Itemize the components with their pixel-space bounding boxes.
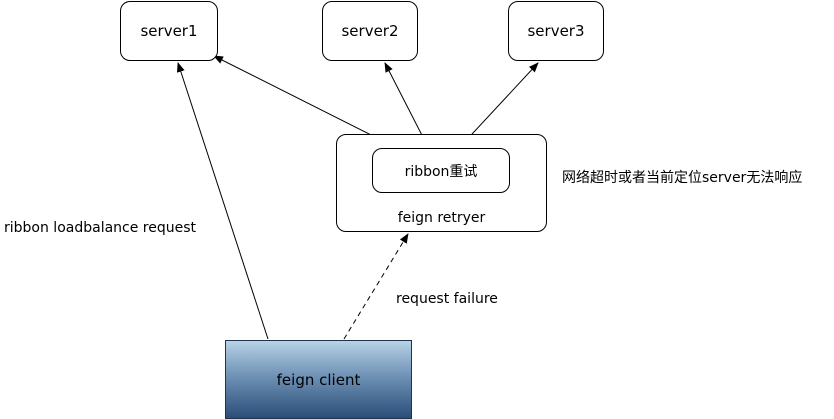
server2-node: server2 xyxy=(322,1,418,61)
edge-ribbon-to-server3 xyxy=(459,62,539,148)
feign-client-label: feign client xyxy=(276,370,361,389)
feign-retryer-label: feign retryer xyxy=(397,210,486,226)
server3-node: server3 xyxy=(508,1,604,61)
edge-ribbon-to-server1 xyxy=(213,55,396,148)
ribbon-loadbalance-label: ribbon loadbalance request xyxy=(4,220,197,236)
edge-ribbon-to-server2 xyxy=(384,62,429,148)
edge-client-to-retryer xyxy=(343,233,409,340)
ribbon-retry-node: ribbon重试 xyxy=(372,148,510,193)
server2-label: server2 xyxy=(341,22,399,40)
ribbon-retry-label: ribbon重试 xyxy=(404,163,478,180)
server3-label: server3 xyxy=(527,22,585,40)
server1-label: server1 xyxy=(140,22,198,40)
feign-client-node: feign client xyxy=(225,340,412,419)
timeout-note-label: 网络超时或者当前定位server无法响应 xyxy=(562,170,803,186)
edge-client-to-server1 xyxy=(176,62,269,340)
server1-node: server1 xyxy=(120,1,218,61)
request-failure-label: request failure xyxy=(396,291,498,307)
